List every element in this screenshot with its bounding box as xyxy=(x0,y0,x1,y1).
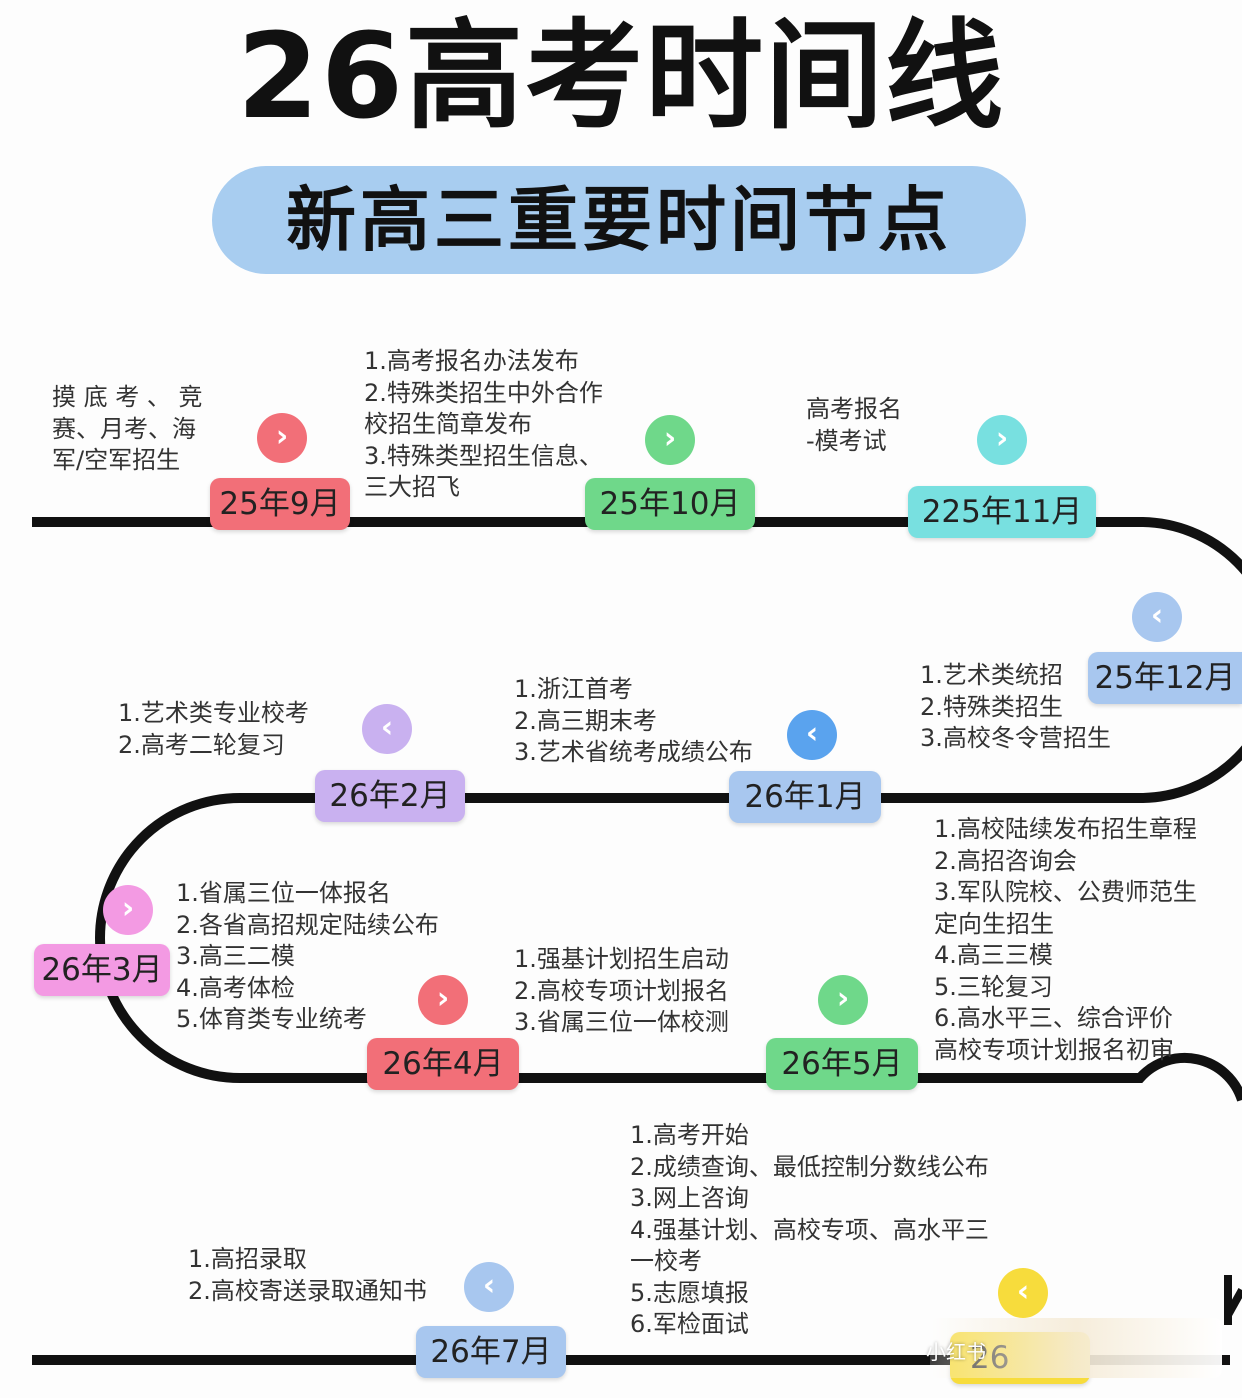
note-line: 2.特殊类招生中外合作 xyxy=(364,378,603,407)
note-line: 1.高考报名办法发布 xyxy=(364,347,579,375)
note-line: 2.高三期末考 xyxy=(514,706,657,735)
milestone-label: 26年2月 xyxy=(315,770,465,822)
milestone-notes: 1.高考开始 2.成绩查询、最低控制分数线公布 3.网上咨询 4.强基计划、高校… xyxy=(630,1120,989,1341)
milestone-label: 25年9月 xyxy=(210,478,350,530)
note-line: 1.强基计划招生启动 xyxy=(514,945,729,973)
chevron-right-icon: › xyxy=(103,885,153,935)
milestone-label: 25年10月 xyxy=(585,478,755,530)
note-line: 2.高校寄送录取通知书 xyxy=(188,1276,427,1305)
note-line: 4.强基计划、高校专项、高水平三 xyxy=(630,1215,989,1244)
note-line: 高校专项计划报名初审 xyxy=(934,1035,1174,1064)
milestone-notes: 摸 底 考 、 竞 赛、月考、海 军/空军招生 xyxy=(52,382,203,477)
subtitle-banner: 新高三重要时间节点 xyxy=(212,166,1026,274)
note-line: 3.高校冬令营招生 xyxy=(920,724,1111,752)
note-line: 3.军队院校、公费师范生 xyxy=(934,878,1197,906)
chevron-right-icon: › xyxy=(257,413,307,463)
note-line: 1.高招录取 xyxy=(188,1245,307,1273)
chevron-right-icon: › xyxy=(818,975,868,1025)
note-line: 赛、月考、海 xyxy=(52,414,196,443)
note-line: 2.特殊类招生 xyxy=(920,692,1063,721)
note-line: -模考试 xyxy=(806,426,887,455)
note-line: 3.艺术省统考成绩公布 xyxy=(514,738,753,766)
note-line: 高考报名 xyxy=(806,395,902,423)
milestone-notes: 1.高招录取 2.高校寄送录取通知书 xyxy=(188,1244,427,1307)
milestone-notes: 1.浙江首考 2.高三期末考 3.艺术省统考成绩公布 xyxy=(514,674,753,769)
note-line: 2.高考二轮复习 xyxy=(118,730,285,759)
milestone-notes: 1.艺术类统招 2.特殊类招生 3.高校冬令营招生 xyxy=(920,660,1111,755)
milestone-label: 26年5月 xyxy=(766,1038,918,1090)
page-title: 26高考时间线 xyxy=(236,7,1006,145)
note-line: 定向生招生 xyxy=(934,909,1054,938)
chevron-right-icon: › xyxy=(977,415,1027,465)
note-line: 2.高招咨询会 xyxy=(934,846,1077,875)
watermark: 小红书 xyxy=(926,1340,986,1364)
milestone-notes: 1.艺术类专业校考 2.高考二轮复习 xyxy=(118,698,309,761)
note-line: 3.省属三位一体校测 xyxy=(514,1008,729,1036)
note-line: 2.成绩查询、最低控制分数线公布 xyxy=(630,1152,989,1181)
note-line: 4.高考体检 xyxy=(176,973,295,1002)
milestone-notes: 高考报名 -模考试 xyxy=(806,394,902,457)
note-line: 1.高校陆续发布招生章程 xyxy=(934,815,1197,843)
chevron-right-icon: › xyxy=(645,415,695,465)
chevron-left-icon: ‹ xyxy=(787,710,837,760)
note-line: 5.志愿填报 xyxy=(630,1278,749,1307)
chevron-left-icon: ‹ xyxy=(464,1262,514,1312)
note-line: 2.高校专项计划报名 xyxy=(514,976,729,1005)
milestone-label: 26年4月 xyxy=(367,1038,519,1090)
watermark-overlay xyxy=(930,1318,1222,1378)
note-line: 三大招飞 xyxy=(364,473,460,501)
note-line: 3.高三二模 xyxy=(176,942,295,970)
milestone-notes: 1.强基计划招生启动 2.高校专项计划报名 3.省属三位一体校测 xyxy=(514,944,729,1039)
milestone-notes: 1.高考报名办法发布 2.特殊类招生中外合作 校招生简章发布 3.特殊类型招生信… xyxy=(364,346,603,504)
milestone-label: 225年11月 xyxy=(908,486,1096,538)
chevron-right-icon: › xyxy=(418,975,468,1025)
milestone-notes: 1.高校陆续发布招生章程 2.高招咨询会 3.军队院校、公费师范生 定向生招生 … xyxy=(934,814,1197,1066)
note-line: 1.高考开始 xyxy=(630,1121,749,1149)
note-line: 校招生简章发布 xyxy=(364,410,532,438)
chevron-left-icon: ‹ xyxy=(362,704,412,754)
milestone-label: 26年1月 xyxy=(729,771,881,823)
note-line: 1.省属三位一体报名 xyxy=(176,879,391,907)
note-line: 4.高三三模 xyxy=(934,941,1053,969)
milestone-label: 25年12月 xyxy=(1088,652,1242,704)
milestone-notes: 1.省属三位一体报名 2.各省高招规定陆续公布 3.高三二模 4.高考体检 5.… xyxy=(176,878,439,1036)
note-line: 1.浙江首考 xyxy=(514,675,633,703)
chevron-left-icon: ‹ xyxy=(998,1268,1048,1318)
note-line: 6.军检面试 xyxy=(630,1310,749,1338)
note-line: 5.体育类专业统考 xyxy=(176,1005,367,1033)
note-line: 一校考 xyxy=(630,1247,702,1275)
note-line: 5.三轮复习 xyxy=(934,972,1053,1001)
note-line: 3.网上咨询 xyxy=(630,1184,749,1212)
chevron-left-icon: ‹ xyxy=(1132,592,1182,642)
note-line: 摸 底 考 、 竞 xyxy=(52,383,203,411)
note-line: 3.特殊类型招生信息、 xyxy=(364,441,603,470)
note-line: 1.艺术类统招 xyxy=(920,661,1063,689)
note-line: 2.各省高招规定陆续公布 xyxy=(176,910,439,939)
note-line: 军/空军招生 xyxy=(52,446,181,474)
note-line: 1.艺术类专业校考 xyxy=(118,699,309,727)
milestone-label: 26年7月 xyxy=(416,1326,566,1378)
note-line: 6.高水平三、综合评价 xyxy=(934,1004,1173,1032)
milestone-label: 26年3月 xyxy=(34,944,170,996)
